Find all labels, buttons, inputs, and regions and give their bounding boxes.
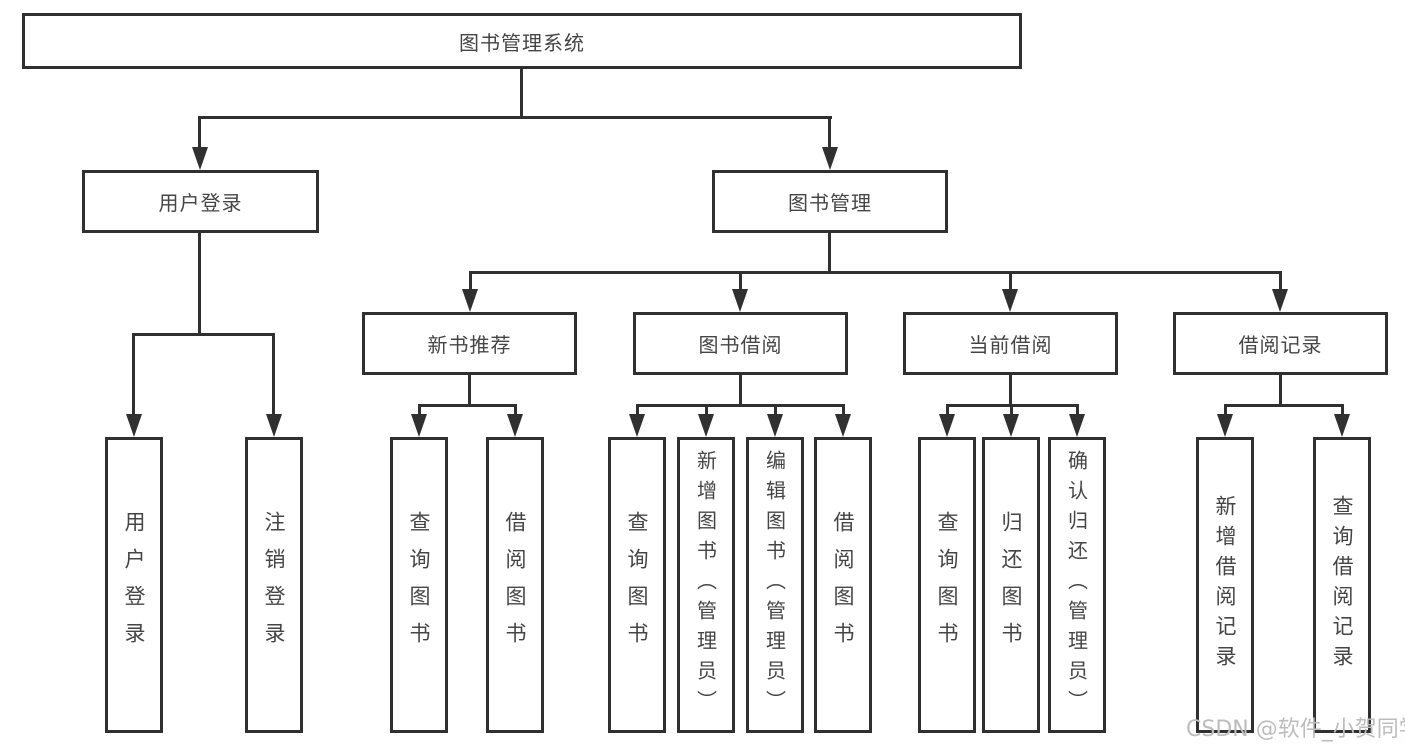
connector [1009,271,1012,291]
connector [133,333,275,336]
arrow-down-icon [835,414,851,437]
arrow-down-icon [939,414,955,437]
leaf-label: 借阅图书 [503,511,527,659]
node-current-borrow: 当前借阅 [903,312,1118,375]
connector [946,404,949,416]
connector [828,116,831,149]
arrow-down-icon [1334,414,1350,437]
leaf-label: 确认归还（管理员） [1064,450,1089,720]
connector [1279,375,1282,404]
leaf-confirm-return-admin: 确认归还（管理员） [1048,437,1106,733]
connector [418,404,421,416]
node-book-borrow: 图书借阅 [633,312,848,375]
arrow-down-icon [1069,414,1085,437]
leaf-add-borrow-record: 新增借阅记录 [1196,437,1254,733]
connector [1010,404,1013,416]
arrow-down-icon [266,414,282,437]
connector [636,404,845,407]
connector [198,116,201,149]
leaf-label: 借阅图书 [831,511,855,659]
arrow-down-icon [462,289,478,312]
node-label: 新书推荐 [427,333,512,357]
arrow-down-icon [1002,289,1018,312]
connector [469,271,472,291]
connector [514,404,517,416]
arrow-down-icon [732,289,748,312]
connector [468,375,471,404]
leaf-label: 注销登录 [262,511,286,659]
leaf-label: 新增借阅记录 [1213,495,1237,675]
arrow-down-icon [192,147,208,170]
leaf-query-books-recommend: 查询图书 [390,437,448,733]
arrow-down-icon [767,414,783,437]
arrow-down-icon [1217,414,1233,437]
leaf-label: 用户登录 [122,511,146,659]
leaf-query-books-current: 查询图书 [918,437,976,733]
node-label: 图书管理系统 [459,30,585,55]
connector [469,271,1282,274]
leaf-user-login: 用户登录 [105,437,163,733]
connector [520,69,523,117]
connector [739,271,742,291]
leaf-edit-book-admin: 编辑图书（管理员） [746,437,804,733]
connector [842,404,845,416]
leaf-label: 编辑图书（管理员） [762,450,787,720]
node-user-login: 用户登录 [82,170,319,233]
node-book-management: 图书管理 [712,170,948,233]
leaf-borrow-books-recommend: 借阅图书 [486,437,544,733]
connector [132,333,135,416]
connector [272,333,275,416]
node-label: 借阅记录 [1238,333,1323,357]
node-label: 当前借阅 [968,333,1053,357]
arrow-down-icon [126,414,142,437]
node-borrow-record: 借阅记录 [1173,312,1388,375]
connector [1224,404,1227,416]
connector [636,404,639,416]
leaf-label: 查询图书 [625,511,649,659]
leaf-label: 归还图书 [999,511,1023,659]
arrow-down-icon [1272,289,1288,312]
arrow-down-icon [822,147,838,170]
connector [705,404,708,416]
node-label: 图书借阅 [698,333,783,357]
node-label: 用户登录 [158,191,243,215]
arrow-down-icon [698,414,714,437]
node-new-book-recommend: 新书推荐 [362,312,577,375]
csdn-watermark: CSDN @软件_小贺同学 [1186,717,1405,742]
leaf-label: 查询图书 [935,511,959,659]
leaf-label: 查询图书 [407,511,431,659]
arrow-down-icon [411,414,427,437]
connector [774,404,777,416]
connector [1279,271,1282,291]
arrow-down-icon [507,414,523,437]
leaf-logout: 注销登录 [245,437,303,733]
leaf-query-books-borrow: 查询图书 [608,437,666,733]
connector [199,116,832,119]
leaf-add-book-admin: 新增图书（管理员） [677,437,735,733]
leaf-borrow-books: 借阅图书 [814,437,872,733]
connector [1341,404,1344,416]
connector [1224,404,1344,407]
leaf-return-book: 归还图书 [982,437,1040,733]
connector [418,404,517,407]
arrow-down-icon [1003,414,1019,437]
connector [828,233,831,274]
leaf-query-borrow-record: 查询借阅记录 [1313,437,1371,733]
connector [1009,375,1012,404]
node-library-management-system: 图书管理系统 [22,13,1022,69]
connector [1076,404,1079,416]
leaf-label: 新增图书（管理员） [693,450,718,720]
leaf-label: 查询借阅记录 [1330,495,1354,675]
node-label: 图书管理 [788,191,872,215]
connector [198,233,201,336]
connector [739,375,742,404]
arrow-down-icon [629,414,645,437]
